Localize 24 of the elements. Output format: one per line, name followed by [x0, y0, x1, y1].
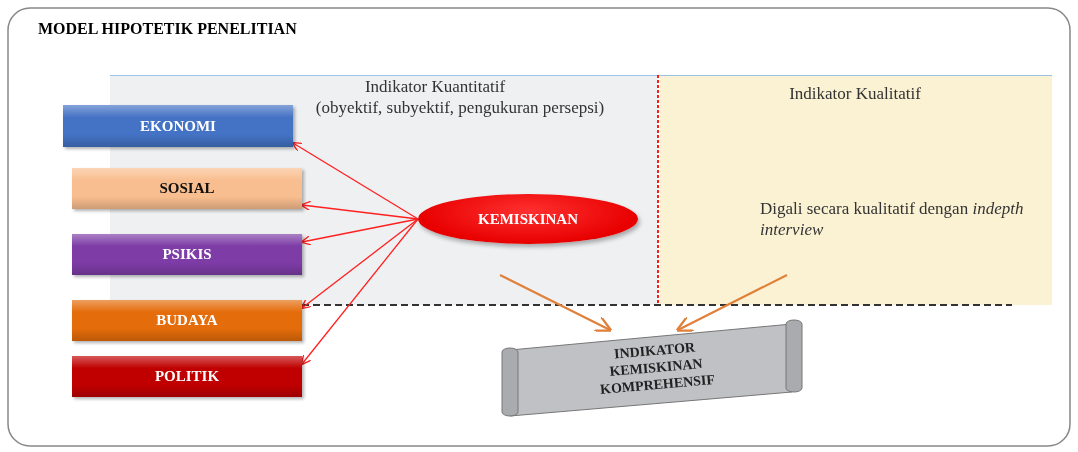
category-box — [63, 105, 293, 147]
category-label: POLITIK — [154, 368, 220, 385]
diagram-title: MODEL HIPOTETIK PENELITIAN — [38, 20, 297, 38]
arrow — [675, 274, 788, 332]
panel-subheading: (obyektif, subyektif, pengukuran persepsi) — [314, 97, 606, 118]
category-label: BUDAYA — [156, 312, 218, 329]
arrow — [291, 141, 419, 220]
category-box — [72, 356, 302, 397]
panel-heading: Indikator Kuantitatif — [363, 76, 507, 97]
category-box — [72, 168, 302, 209]
arrow — [499, 274, 613, 332]
category-label: EKONOMI — [140, 117, 216, 135]
category-label: SOSIAL — [159, 180, 215, 197]
panel-heading: Indikator Kualitatif — [788, 83, 922, 104]
category-label: PSIKIS — [162, 246, 212, 263]
category-box — [72, 300, 302, 341]
arrow — [300, 218, 419, 246]
scroll-label: INDIKATOR KEMISKINAN KOMPREHENSIF — [598, 338, 717, 399]
panel-note: Digali secara kualitatif dengan indepth interview — [760, 198, 1025, 240]
category-box — [72, 234, 302, 275]
arrow — [300, 218, 419, 310]
arrow — [300, 218, 419, 366]
central-label: KEMISKINAN — [478, 210, 578, 228]
arrow — [300, 200, 419, 220]
